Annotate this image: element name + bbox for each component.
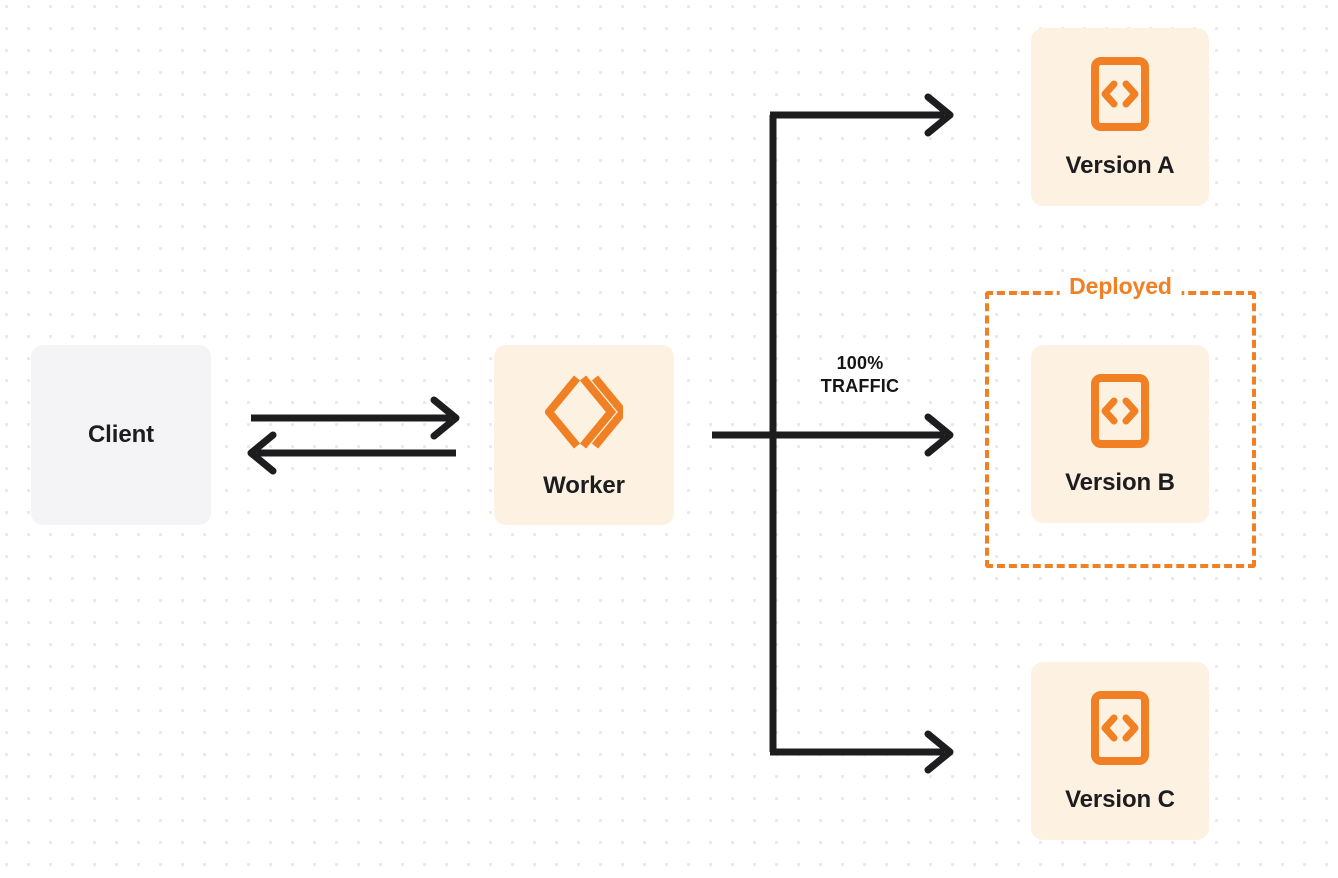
traffic-percentage-label: 100% TRAFFIC: [800, 352, 920, 398]
edge-worker-to-client: [247, 431, 456, 475]
node-version-b[interactable]: Version B: [1031, 345, 1209, 523]
traffic-percent-value: 100%: [836, 353, 884, 373]
edge-worker-to-version-c: [770, 730, 954, 774]
node-version-b-label: Version B: [1065, 469, 1175, 496]
edge-worker-to-version-b: [712, 413, 954, 457]
group-deployed: Deployed: [985, 275, 1256, 568]
deployed-title-container: Deployed: [1059, 275, 1182, 298]
node-client[interactable]: Client: [31, 345, 211, 525]
code-file-icon: [1090, 373, 1150, 449]
node-client-label: Client: [87, 421, 155, 448]
deployed-group-label: Deployed: [1069, 273, 1172, 299]
node-version-a-label: Version A: [1065, 152, 1175, 179]
edge-worker-to-version-a: [770, 93, 954, 137]
node-version-c-label: Version C: [1065, 786, 1175, 813]
code-file-icon: [1090, 690, 1150, 766]
cloudflare-workers-logo-icon: [543, 372, 629, 452]
traffic-word: TRAFFIC: [820, 376, 900, 397]
node-version-a[interactable]: Version A: [1031, 28, 1209, 206]
code-file-icon: [1090, 56, 1150, 132]
node-version-c[interactable]: Version C: [1031, 662, 1209, 840]
edge-client-to-worker: [251, 396, 460, 440]
node-worker-label: Worker: [543, 472, 625, 499]
node-worker[interactable]: Worker: [494, 345, 674, 525]
